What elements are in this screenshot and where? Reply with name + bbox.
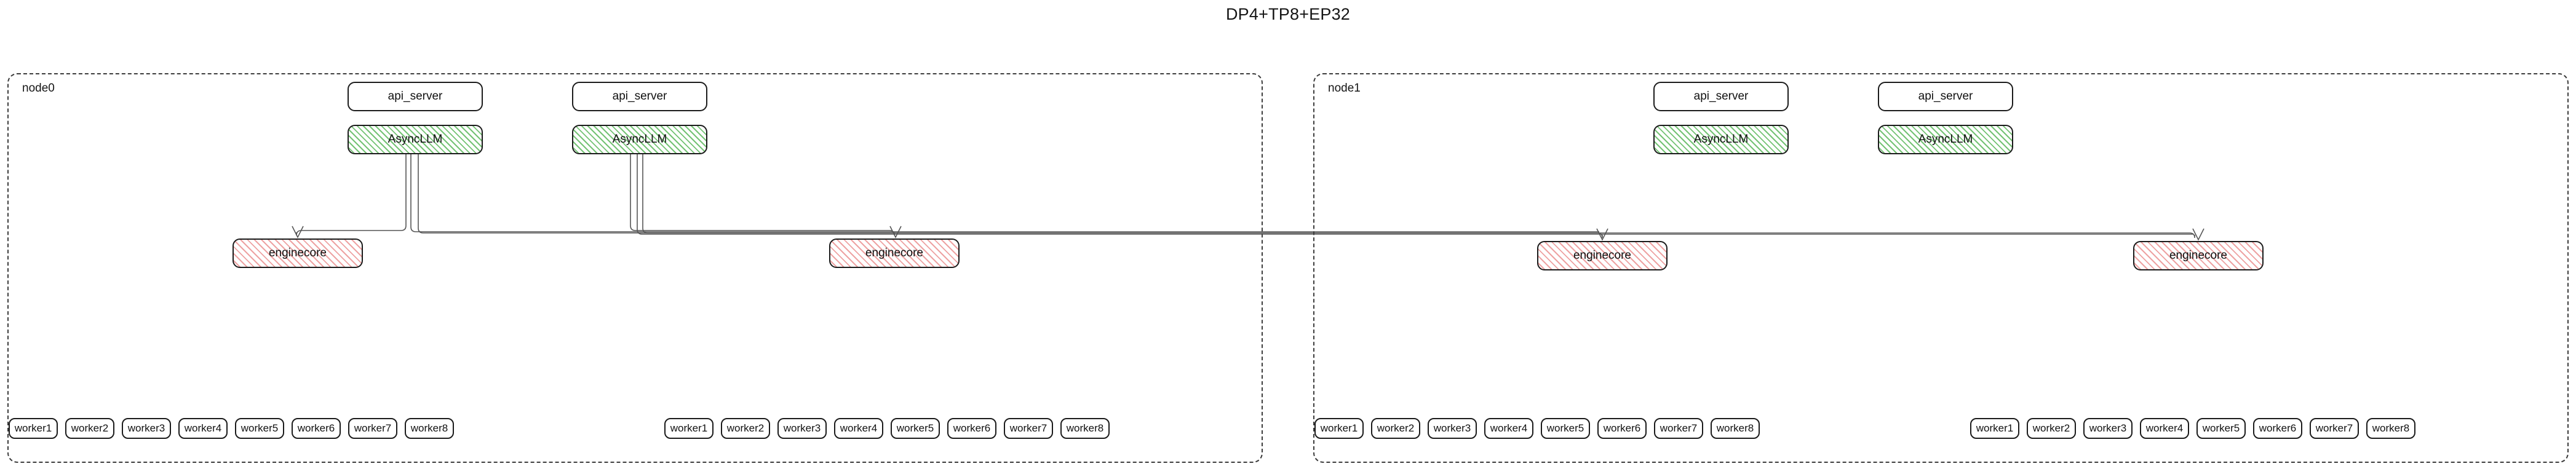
node-worker[interactable]: worker5 — [891, 418, 940, 439]
node-api-server[interactable]: api_server — [1878, 82, 2013, 111]
node-worker[interactable]: worker7 — [1004, 418, 1053, 439]
node-worker[interactable]: worker1 — [1970, 418, 2019, 439]
node-worker[interactable]: worker3 — [2083, 418, 2133, 439]
node-worker[interactable]: worker6 — [1597, 418, 1647, 439]
node-worker[interactable]: worker2 — [2027, 418, 2076, 439]
node-enginecore[interactable]: enginecore — [829, 238, 960, 268]
cluster-node1: node1 — [1313, 73, 2569, 463]
node-worker[interactable]: worker6 — [2253, 418, 2302, 439]
node-worker[interactable]: worker1 — [664, 418, 714, 439]
node-worker[interactable]: worker2 — [65, 418, 114, 439]
cluster-node0: node0 — [7, 73, 1263, 463]
node-async-llm[interactable]: AsyncLLM — [348, 125, 483, 154]
node-worker[interactable]: worker3 — [777, 418, 827, 439]
node-worker[interactable]: worker6 — [947, 418, 996, 439]
node-worker[interactable]: worker7 — [1654, 418, 1703, 439]
node-worker[interactable]: worker2 — [1371, 418, 1420, 439]
node-worker[interactable]: worker4 — [178, 418, 228, 439]
node-worker[interactable]: worker8 — [405, 418, 454, 439]
node-api-server[interactable]: api_server — [348, 82, 483, 111]
cluster-label-node0: node0 — [22, 82, 55, 95]
node-worker[interactable]: worker7 — [2310, 418, 2359, 439]
node-worker[interactable]: worker8 — [1060, 418, 1110, 439]
node-worker[interactable]: worker4 — [834, 418, 883, 439]
node-worker[interactable]: worker2 — [721, 418, 770, 439]
node-worker[interactable]: worker3 — [1428, 418, 1477, 439]
diagram-title: DP4+TP8+EP32 — [1225, 5, 1351, 23]
cluster-label-node1: node1 — [1328, 82, 1361, 95]
node-worker[interactable]: worker3 — [122, 418, 171, 439]
node-worker[interactable]: worker4 — [1484, 418, 1533, 439]
node-worker[interactable]: worker1 — [9, 418, 58, 439]
node-enginecore[interactable]: enginecore — [2133, 241, 2264, 270]
node-worker[interactable]: worker6 — [292, 418, 341, 439]
node-worker[interactable]: worker5 — [235, 418, 284, 439]
node-worker[interactable]: worker7 — [348, 418, 397, 439]
node-worker[interactable]: worker1 — [1314, 418, 1364, 439]
node-api-server[interactable]: api_server — [572, 82, 707, 111]
node-enginecore[interactable]: enginecore — [1537, 241, 1668, 270]
node-worker[interactable]: worker8 — [2366, 418, 2415, 439]
node-async-llm[interactable]: AsyncLLM — [1653, 125, 1789, 154]
node-async-llm[interactable]: AsyncLLM — [1878, 125, 2013, 154]
node-enginecore[interactable]: enginecore — [233, 238, 363, 268]
node-worker[interactable]: worker5 — [2196, 418, 2246, 439]
node-async-llm[interactable]: AsyncLLM — [572, 125, 707, 154]
node-worker[interactable]: worker5 — [1541, 418, 1590, 439]
node-api-server[interactable]: api_server — [1653, 82, 1789, 111]
node-worker[interactable]: worker8 — [1711, 418, 1760, 439]
node-worker[interactable]: worker4 — [2140, 418, 2189, 439]
